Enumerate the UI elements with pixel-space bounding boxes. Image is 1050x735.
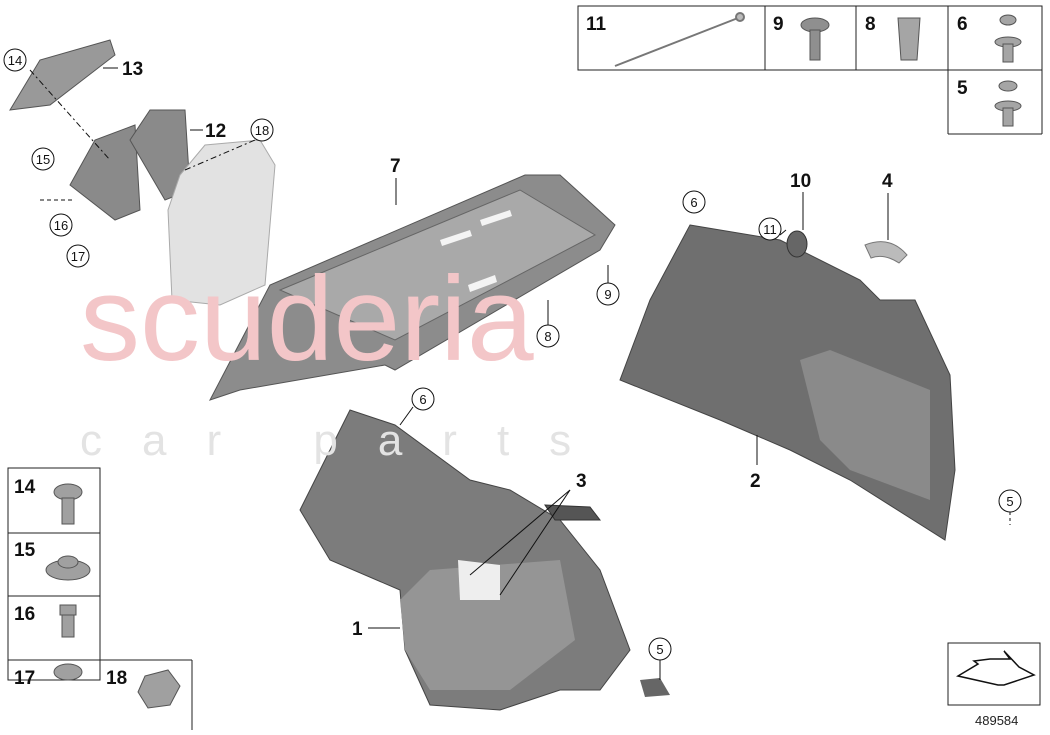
callout-9: 9 — [604, 287, 611, 302]
fastener-table-left — [7, 467, 193, 730]
table-label-14: 14 — [14, 477, 36, 498]
label-3: 3 — [576, 471, 587, 492]
label-1: 1 — [352, 619, 363, 640]
bracket-part-13 — [9, 39, 116, 111]
bracket-part-12b — [129, 109, 191, 201]
clip-nut-part — [897, 17, 921, 61]
side-trim-pocket — [800, 350, 930, 500]
table-label-6: 6 — [957, 14, 968, 35]
label-2: 2 — [750, 471, 761, 492]
table-label-9: 9 — [773, 14, 784, 35]
callout-6-lower: 6 — [419, 392, 426, 407]
watermark-main: scuderia — [80, 252, 534, 386]
callout-5-right: 5 — [1006, 494, 1013, 509]
callout-14: 14 — [8, 53, 22, 68]
grommet-part-10 — [786, 230, 808, 258]
expanding-rivet-part-5 — [994, 80, 1022, 127]
clip-part-5-lower — [640, 678, 670, 697]
callout-6-upper: 6 — [690, 195, 697, 210]
bracket-part-12 — [69, 124, 141, 221]
floor-panel-top — [278, 189, 597, 341]
callout-11: 11 — [763, 222, 777, 237]
expanding-rivet-part-6 — [994, 14, 1022, 63]
table-label-5: 5 — [957, 78, 968, 99]
table-label-18: 18 — [106, 668, 127, 689]
callout-15: 15 — [36, 152, 50, 167]
callout-17: 17 — [71, 249, 85, 264]
watermark-sub: car parts — [80, 416, 611, 465]
leader-lines — [29, 67, 1011, 680]
label-7: 7 — [390, 156, 401, 177]
table-label-15: 15 — [14, 540, 36, 561]
cover-part-4 — [864, 241, 908, 264]
callout-18: 18 — [255, 123, 269, 138]
side-trim-opening — [458, 560, 500, 600]
orientation-arrow-box — [947, 642, 1041, 706]
foam-block-part-18 — [167, 139, 276, 306]
callout-circles — [3, 48, 1022, 661]
label-13: 13 — [122, 59, 143, 80]
callout-16: 16 — [54, 218, 68, 233]
side-trim-pocket-1 — [400, 560, 575, 690]
cable-tie-part — [614, 12, 745, 67]
table-label-11: 11 — [586, 14, 607, 35]
fastener-table-top — [577, 5, 1043, 135]
label-10: 10 — [790, 171, 811, 192]
screw-part — [800, 17, 830, 61]
callout-8: 8 — [544, 329, 551, 344]
table-label-17: 17 — [14, 668, 35, 689]
table-label-8: 8 — [865, 14, 876, 35]
label-12: 12 — [205, 121, 226, 142]
floor-panel-cutouts — [440, 210, 512, 292]
diagram-id: 489584 — [975, 713, 1018, 728]
grille-part-3 — [544, 504, 602, 521]
small-fasteners-left — [45, 483, 181, 709]
label-4: 4 — [882, 171, 893, 192]
table-label-16: 16 — [14, 604, 35, 625]
callout-5-bottom: 5 — [656, 642, 663, 657]
